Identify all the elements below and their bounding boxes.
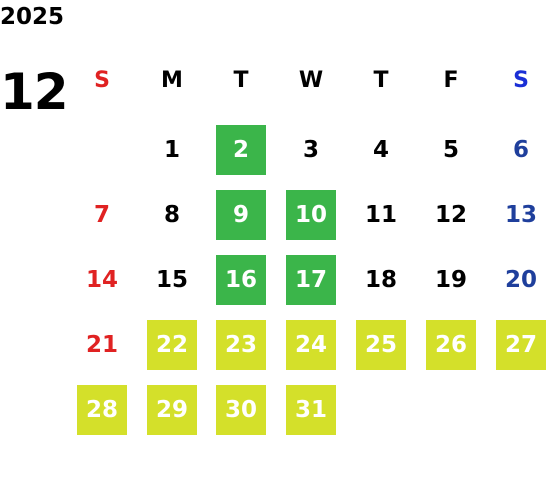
weekday-header-mon: M xyxy=(161,68,183,93)
day-cell[interactable]: 23 xyxy=(216,320,266,370)
day-cell[interactable]: 3 xyxy=(302,137,319,163)
day-cell[interactable]: 4 xyxy=(372,137,389,163)
weekday-header-sat: S xyxy=(513,68,529,93)
day-cell[interactable]: 2 xyxy=(216,125,266,175)
weekday-header-thu: T xyxy=(373,68,389,93)
day-cell[interactable]: 6 xyxy=(512,137,529,163)
day-cell[interactable]: 19 xyxy=(434,267,467,293)
day-cell[interactable]: 15 xyxy=(155,267,188,293)
day-cell[interactable]: 10 xyxy=(286,190,336,240)
day-cell[interactable]: 27 xyxy=(496,320,546,370)
day-cell[interactable]: 13 xyxy=(504,202,537,228)
day-cell[interactable]: 29 xyxy=(147,385,197,435)
weekday-header-wed: W xyxy=(298,68,324,93)
day-cell[interactable]: 30 xyxy=(216,385,266,435)
year-label: 2025 xyxy=(0,4,65,30)
day-cell[interactable]: 5 xyxy=(442,137,459,163)
day-cell[interactable]: 8 xyxy=(163,202,180,228)
day-cell[interactable]: 22 xyxy=(147,320,197,370)
day-cell[interactable]: 16 xyxy=(216,255,266,305)
day-cell[interactable]: 17 xyxy=(286,255,336,305)
day-cell[interactable]: 11 xyxy=(364,202,397,228)
day-cell[interactable]: 14 xyxy=(85,267,118,293)
day-cell[interactable]: 26 xyxy=(426,320,476,370)
day-cell[interactable]: 31 xyxy=(286,385,336,435)
month-number: 12 xyxy=(0,63,69,121)
weekday-header-sun: S xyxy=(94,68,110,93)
day-cell[interactable]: 7 xyxy=(93,202,110,228)
day-cell[interactable]: 24 xyxy=(286,320,336,370)
day-cell[interactable]: 18 xyxy=(364,267,397,293)
day-cell[interactable]: 12 xyxy=(434,202,467,228)
day-cell[interactable]: 9 xyxy=(216,190,266,240)
day-cell[interactable]: 21 xyxy=(85,332,118,358)
day-cell[interactable]: 1 xyxy=(163,137,180,163)
day-cell[interactable]: 25 xyxy=(356,320,406,370)
weekday-header-tue: T xyxy=(233,68,249,93)
weekday-header-fri: F xyxy=(443,68,459,93)
day-cell[interactable]: 20 xyxy=(504,267,537,293)
day-cell[interactable]: 28 xyxy=(77,385,127,435)
